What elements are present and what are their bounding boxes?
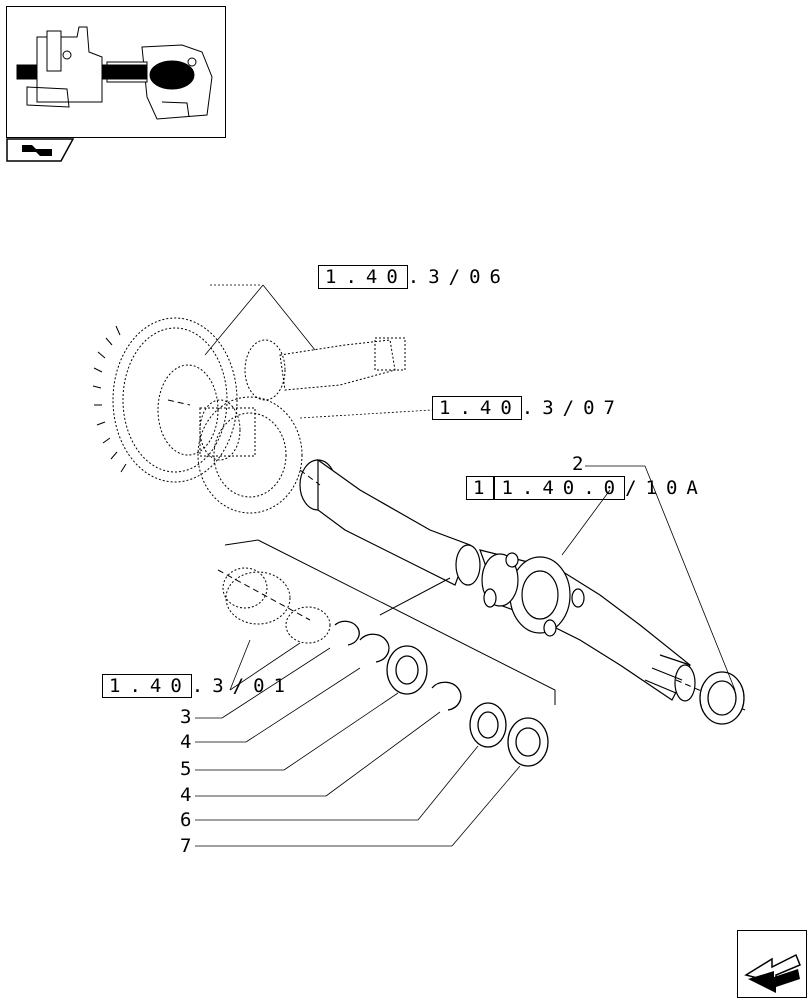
callout-7: 7 [180, 835, 191, 857]
callout-4a: 4 [180, 731, 191, 753]
reference-1-40-3-01[interactable]: 1.40.3/01 [102, 674, 294, 698]
callout-5: 5 [180, 758, 191, 780]
leader-lines [195, 284, 736, 847]
next-page-arrow-icon [744, 953, 801, 993]
reference-1-40-3-07[interactable]: 1.40.3/07 [432, 396, 624, 420]
differential-gear-assembly [112, 317, 406, 514]
callout-4b: 4 [180, 784, 191, 806]
axle-thumbnail[interactable] [6, 6, 226, 138]
section-flag-icon [6, 138, 75, 162]
ref-rest: .3/01 [191, 675, 294, 697]
ref-boxed: 1.40 [102, 674, 192, 698]
callout-2: 2 [572, 453, 583, 475]
small-parts [334, 620, 745, 767]
reference-1-40-3-06[interactable]: 1.40.3/06 [318, 265, 510, 289]
ref-rest: .3/07 [521, 397, 624, 419]
callout-3: 3 [180, 706, 191, 728]
section-tab[interactable] [6, 138, 75, 162]
next-page-button[interactable] [737, 930, 807, 998]
callout-labels: 2 3 4 5 4 6 7 [180, 453, 583, 857]
ref-boxed: 1.40.0 [494, 476, 626, 500]
callout-6: 6 [180, 809, 191, 831]
side-gear-group [222, 567, 331, 644]
ref-boxed: 1.40 [432, 396, 522, 420]
axle-shaft [299, 458, 696, 702]
ref-boxed: 1.40 [318, 265, 408, 289]
ref-rest: .3/06 [407, 266, 510, 288]
axle-assembly-thumbnail-icon [16, 26, 213, 120]
ref-rest: /10A [625, 477, 707, 499]
ref-prefix: 1 [466, 476, 495, 500]
